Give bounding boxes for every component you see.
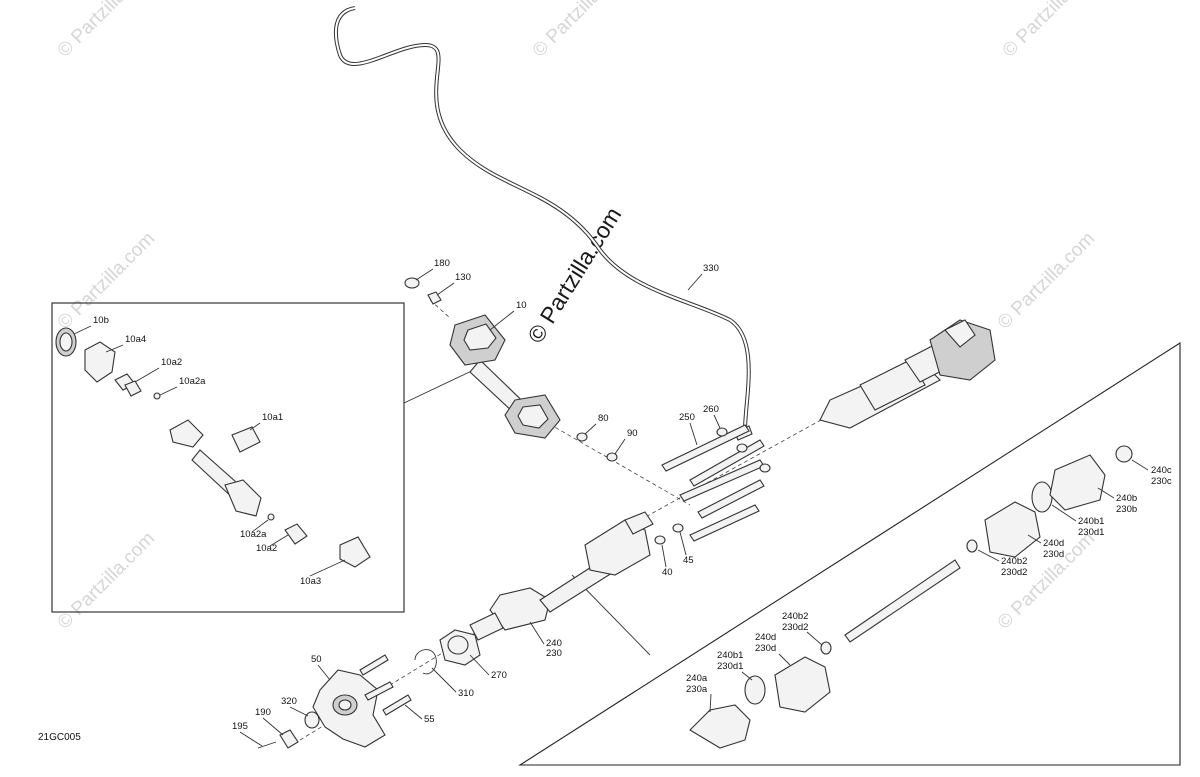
hub-bolt [364, 681, 394, 701]
label-240a: 240a [686, 673, 708, 684]
label-230a: 230a [686, 684, 708, 695]
label-230d-lower: 230d [755, 643, 776, 654]
label-190: 190 [255, 707, 271, 718]
label-240b2: 240b2 [1001, 556, 1027, 567]
label-10a4: 10a4 [125, 334, 146, 345]
label-230d1-lower: 230d1 [717, 661, 743, 672]
label-240c: 240c [1151, 465, 1172, 476]
label-240b1-lower: 240b1 [717, 650, 743, 661]
label-270: 270 [491, 670, 507, 681]
watermark: © Partzilla.com [54, 0, 159, 62]
label-260: 260 [703, 404, 719, 415]
breather-hose-inner [334, 7, 750, 431]
label-240d-lower: 240d [755, 632, 776, 643]
bearing-270-bore [447, 635, 469, 655]
washer-180 [404, 277, 420, 289]
label-10a2-bottom: 10a2 [256, 543, 277, 554]
assembly-line [429, 299, 451, 319]
nut-190 [279, 729, 299, 749]
watermark: © Partzilla.com [999, 0, 1104, 62]
label-90: 90 [627, 428, 638, 439]
bolt-group [661, 424, 771, 542]
label-80: 80 [598, 413, 609, 424]
label-230d2-lower: 230d2 [782, 622, 808, 633]
label-230b: 230b [1116, 504, 1137, 515]
label-240b1: 240b1 [1078, 516, 1104, 527]
wheel-hub [312, 669, 386, 748]
label-45: 45 [683, 555, 694, 566]
label-50: 50 [311, 654, 322, 665]
upper-drive-axle [819, 319, 996, 429]
main-watermark: © Partzilla.com [522, 202, 626, 347]
propshaft-assembly [449, 314, 561, 439]
assembly-line [639, 414, 831, 521]
label-230: 230 [546, 648, 562, 659]
washer-90 [606, 452, 618, 462]
inset-parts [55, 327, 371, 568]
lower-axle-exploded [689, 445, 1133, 749]
middle-drive-axle [469, 511, 654, 641]
diagram-code: 21GC005 [38, 732, 81, 743]
label-10b: 10b [93, 315, 109, 326]
label-10a2: 10a2 [161, 357, 182, 368]
watermark-layer: © Partzilla.com © Partzilla.com © Partzi… [54, 0, 1104, 634]
label-10a3: 10a3 [300, 576, 321, 587]
label-240d: 240d [1043, 538, 1064, 549]
inset-leader-line [403, 366, 481, 404]
propshaft-detail-inset [51, 302, 405, 613]
washer-320 [304, 711, 320, 729]
label-310: 310 [458, 688, 474, 699]
cotter-pin-195 [257, 741, 277, 749]
leader-lines [73, 268, 1149, 747]
label-230d: 230d [1043, 549, 1064, 560]
label-130: 130 [455, 272, 471, 283]
hub-bolt [359, 654, 389, 676]
label-230d2: 230d2 [1001, 567, 1027, 578]
label-10a2a-bottom: 10a2a [240, 529, 267, 540]
label-320: 320 [281, 696, 297, 707]
watermark: © Partzilla.com [529, 0, 634, 62]
label-10a2a: 10a2a [179, 376, 206, 387]
washer-45 [672, 523, 684, 533]
label-330: 330 [703, 263, 719, 274]
watermark: © Partzilla.com [994, 228, 1099, 333]
callout-labels: 180 130 10 330 80 90 250 260 40 45 240 2… [93, 258, 1172, 732]
hub-bolt [382, 694, 412, 716]
label-40: 40 [662, 567, 673, 578]
label-240b: 240b [1116, 493, 1137, 504]
nut-40 [654, 535, 666, 545]
label-180: 180 [434, 258, 450, 269]
label-10: 10 [516, 300, 527, 311]
label-10a1: 10a1 [262, 412, 283, 423]
label-240b2-lower: 240b2 [782, 611, 808, 622]
label-250: 250 [679, 412, 695, 423]
watermark: © Partzilla.com [54, 528, 159, 633]
circlip-310 [414, 649, 437, 675]
axle-detail-frame [518, 341, 1181, 766]
label-230d1: 230d1 [1078, 527, 1104, 538]
label-195: 195 [232, 721, 248, 732]
label-55: 55 [424, 714, 435, 725]
label-240: 240 [546, 638, 562, 649]
label-230c: 230c [1151, 476, 1172, 487]
nut-80 [576, 432, 588, 442]
breather-hose [333, 6, 751, 431]
